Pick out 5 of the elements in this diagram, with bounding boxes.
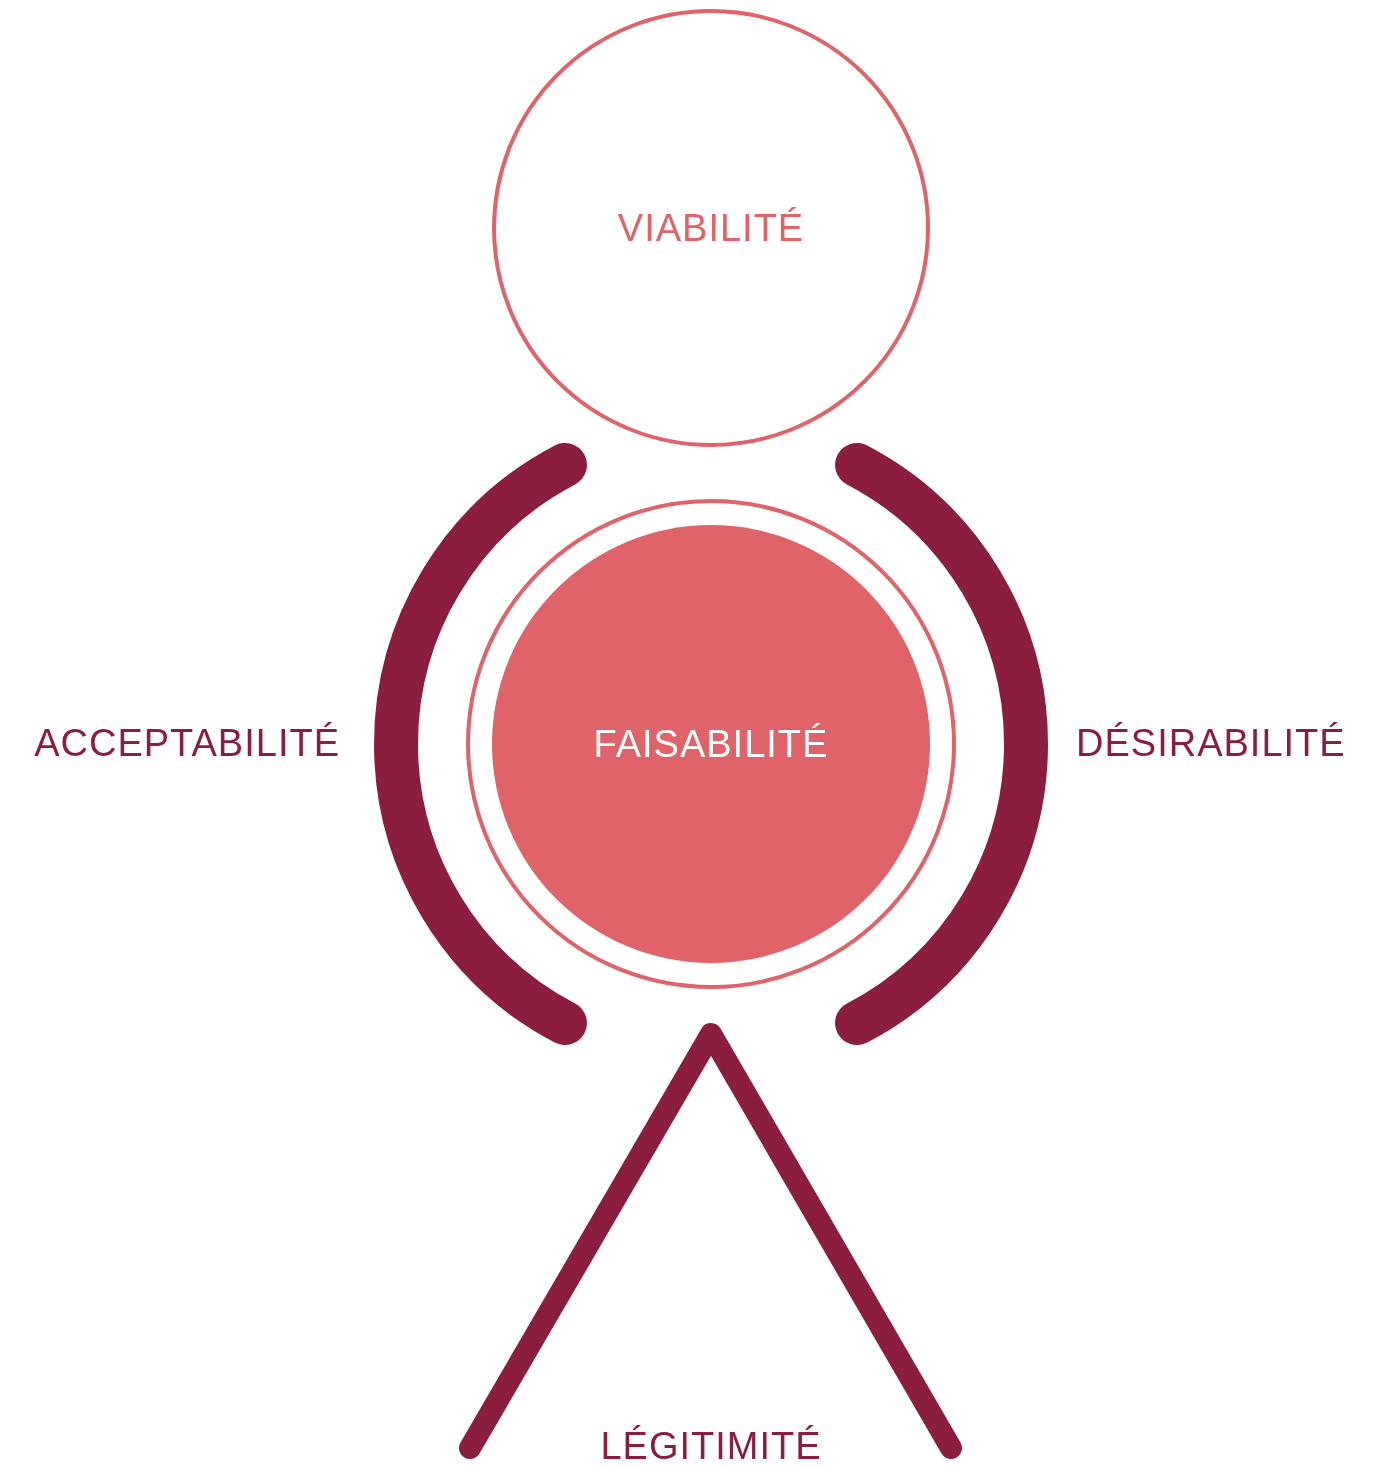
pillar-label: DÉSIRABILITÉ: [1076, 721, 1346, 766]
circle-label: FAISABILITÉ: [593, 722, 829, 766]
pillar-label: LÉGITIMITÉ: [600, 1424, 822, 1467]
circle-label: VIABILITÉ: [617, 206, 805, 250]
pillar-label: ACCEPTABILITÉ: [34, 721, 340, 766]
